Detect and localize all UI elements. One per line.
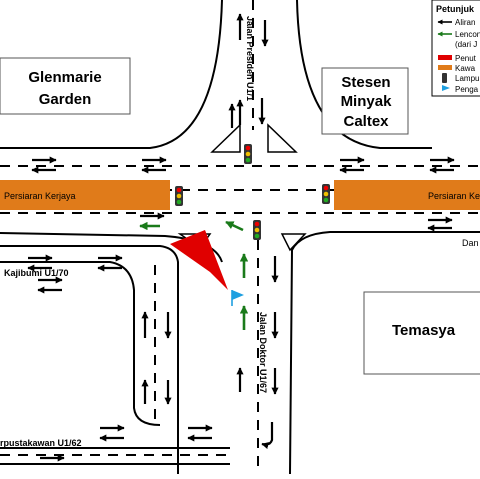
place-label: Garden (39, 91, 92, 108)
legend-label: Aliran (455, 18, 475, 27)
road-label-kerjaya: Persiaran Ke (428, 191, 480, 201)
red-bar-icon (438, 55, 452, 60)
temasya-block: Temasya (363, 291, 480, 375)
orange-bar-icon (438, 65, 452, 70)
road-label-doktor: Jalan Doktor U1/67 (258, 312, 268, 393)
legend-item: Penut (438, 54, 477, 63)
road-label-presiden: Jalan Presiden U1/1 (245, 16, 255, 101)
map-legend: Petunjuk Aliran Lencongan (dari J Penut … (431, 0, 480, 97)
traffic-flow-arrows (27, 13, 455, 462)
traffic-islands (177, 123, 307, 252)
diversion-arrows (139, 220, 249, 330)
road-closure-zone (170, 230, 228, 290)
traffic-light-icon (244, 144, 252, 164)
legend-label: Lampu (455, 74, 479, 83)
legend-label: Lencongan (455, 30, 480, 39)
legend-title: Petunjuk (436, 4, 475, 14)
traffic-light-icon (175, 186, 183, 206)
legend-label: Kawa (455, 64, 476, 73)
road-label-kerjaya: Persiaran Kerjaya (4, 191, 76, 201)
construction-zone-left: Persiaran Kerjaya (0, 180, 170, 210)
road-label-dan: Dan (462, 238, 479, 248)
legend-item: Lampu (442, 73, 479, 83)
place-label: Stesen (341, 74, 390, 91)
traffic-light-icon (442, 73, 447, 83)
road-label-perpustakawan: rpustakawan U1/62 (0, 438, 82, 448)
legend-item: Aliran (437, 18, 475, 27)
legend-item: Penga (442, 85, 479, 94)
place-label: Glenmarie (28, 69, 101, 86)
place-label: Caltex (343, 113, 389, 130)
legend-sublabel: (dari J (455, 40, 477, 49)
glenmarie-block: Glenmarie Garden (0, 57, 131, 115)
place-label: Minyak (341, 93, 393, 110)
legend-item: Kawa (438, 64, 476, 73)
legend-label: Penut (455, 54, 477, 63)
road-label-kajibumi: Kajibumi U1/70 (4, 268, 69, 278)
blue-flag-icon (442, 85, 450, 91)
traffic-light-icon (322, 184, 330, 204)
place-label: Temasya (392, 322, 456, 339)
stesen-block: Stesen Minyak Caltex (321, 67, 409, 135)
blue-flag-icon (231, 290, 244, 306)
construction-zone-right: Persiaran Ke (334, 180, 480, 210)
traffic-light-icon (253, 220, 261, 240)
legend-label: Penga (455, 85, 479, 94)
legend-item: Lencongan (dari J (437, 30, 480, 49)
